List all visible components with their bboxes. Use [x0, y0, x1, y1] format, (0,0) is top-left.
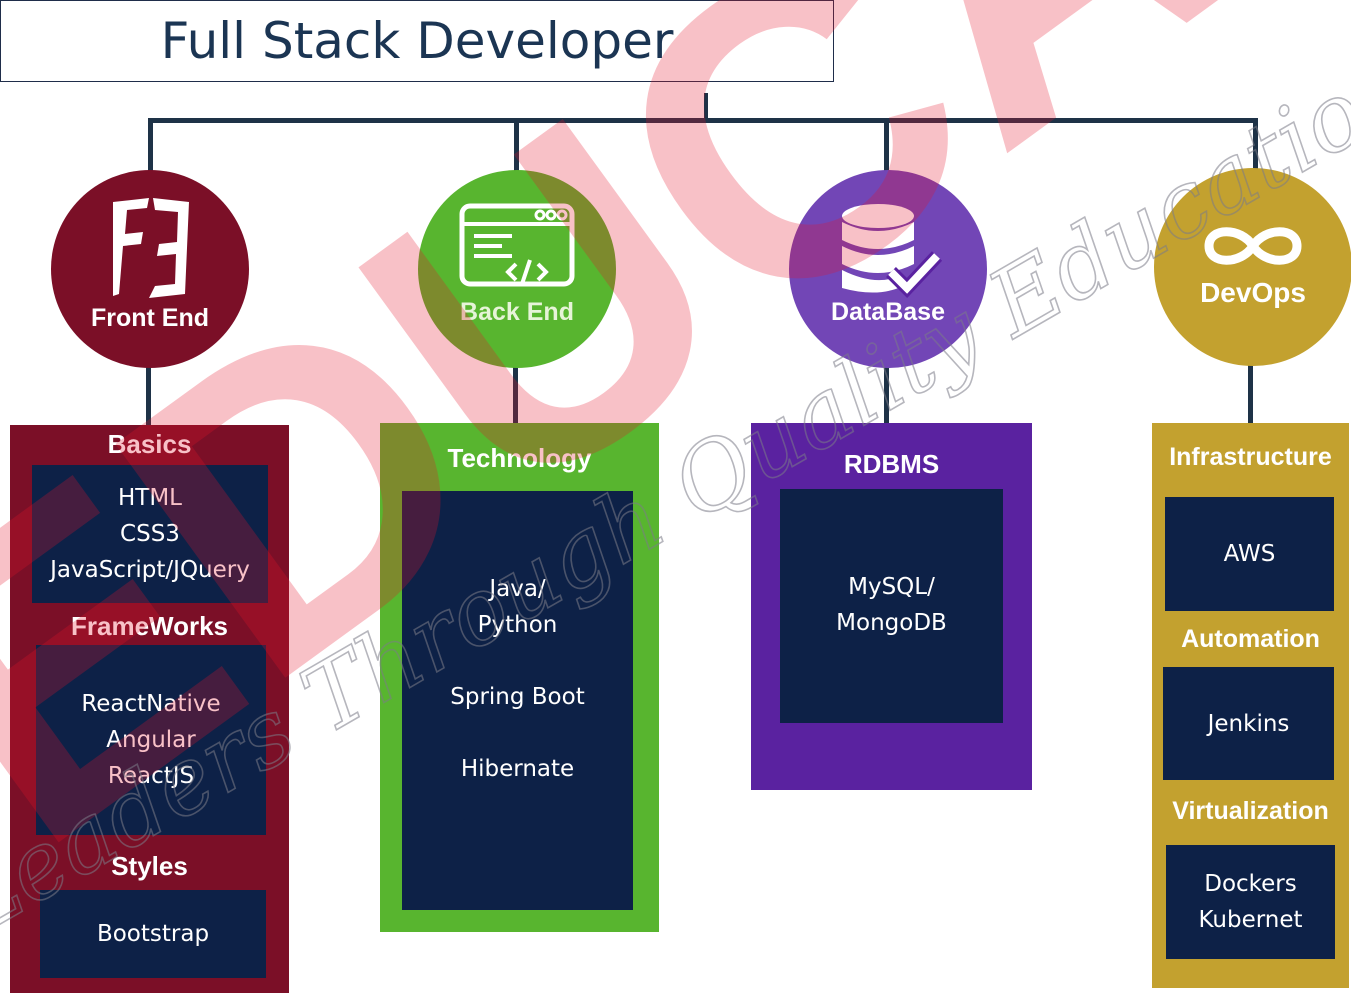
list-item: Spring Boot [450, 684, 585, 710]
list-item: Jenkins [1207, 710, 1290, 737]
technology-box: Java/ Python Spring Boot Hibernate [402, 491, 633, 910]
list-item: Dockers [1204, 871, 1297, 897]
frontend-panel: Basics HTML CSS3 JavaScript/JQuery Frame… [10, 425, 289, 993]
devops-panel: Infrastructure AWS Automation Jenkins Vi… [1152, 423, 1349, 988]
section-heading-frameworks: FrameWorks [70, 611, 229, 641]
list-item: AWS [1223, 541, 1276, 567]
list-item: CSS3 [120, 521, 180, 547]
infinity-icon [1204, 227, 1302, 265]
infrastructure-box: AWS [1165, 497, 1334, 611]
list-item: MongoDB [836, 610, 947, 636]
section-heading-technology: Technology [447, 443, 592, 473]
title-box: Full Stack Developer [0, 0, 834, 82]
database-check-icon [842, 203, 943, 298]
list-item: Kubernet [1198, 907, 1303, 933]
connector-frontend-down [146, 365, 151, 425]
connector-backend-down [513, 365, 518, 423]
code-window-icon [459, 203, 575, 286]
list-item: Angular [106, 727, 196, 753]
list-item: HTML [117, 485, 182, 511]
database-circle: DataBase [789, 170, 987, 368]
connector-database-down [884, 365, 889, 423]
database-panel: RDBMS MySQL/ MongoDB [751, 423, 1032, 790]
styles-box: Bootstrap [40, 890, 266, 978]
list-item: Hibernate [460, 756, 575, 782]
list-item: Python [477, 612, 558, 638]
connector-devops-down [1248, 365, 1253, 423]
page-title: Full Stack Developer [160, 12, 674, 70]
section-heading-automation: Automation [1181, 625, 1320, 653]
connector-database [884, 118, 889, 173]
connector-devops [1253, 118, 1258, 173]
backend-circle: Back End [418, 170, 616, 368]
list-item: MySQL/ [848, 574, 935, 600]
list-item: Bootstrap [96, 921, 210, 947]
database-label: DataBase [831, 297, 945, 326]
backend-panel: Technology Java/ Python Spring Boot Hibe… [380, 423, 659, 932]
list-item: ReactJS [107, 763, 195, 789]
connector-horizontal [148, 118, 1258, 123]
connector-frontend [148, 118, 153, 173]
virtualization-box: Dockers Kubernet [1166, 845, 1335, 959]
automation-box: Jenkins [1163, 667, 1334, 780]
section-heading-styles: Styles [111, 851, 188, 881]
section-heading-rdbms: RDBMS [843, 449, 940, 479]
list-item: JavaScript/JQuery [50, 557, 250, 583]
devops-label: DevOps [1200, 277, 1306, 308]
section-heading-virtualization: Virtualization [1172, 797, 1329, 825]
devops-circle: DevOps [1154, 168, 1351, 366]
list-item: Java/ [489, 576, 546, 602]
frameworks-box: ReactNative Angular ReactJS [36, 645, 266, 835]
section-heading-infrastructure: Infrastructure [1169, 443, 1332, 471]
frontend-label: Front End [90, 303, 210, 332]
frontend-circle: Front End [51, 170, 249, 368]
basics-box: HTML CSS3 JavaScript/JQuery [32, 465, 268, 603]
list-item: ReactNative [81, 691, 221, 717]
section-heading-basics: Basics [107, 429, 192, 459]
connector-stem [704, 93, 708, 121]
connector-backend [514, 118, 519, 173]
backend-label: Back End [460, 297, 574, 326]
firebase-f3-icon [113, 197, 189, 298]
rdbms-box: MySQL/ MongoDB [780, 489, 1003, 723]
